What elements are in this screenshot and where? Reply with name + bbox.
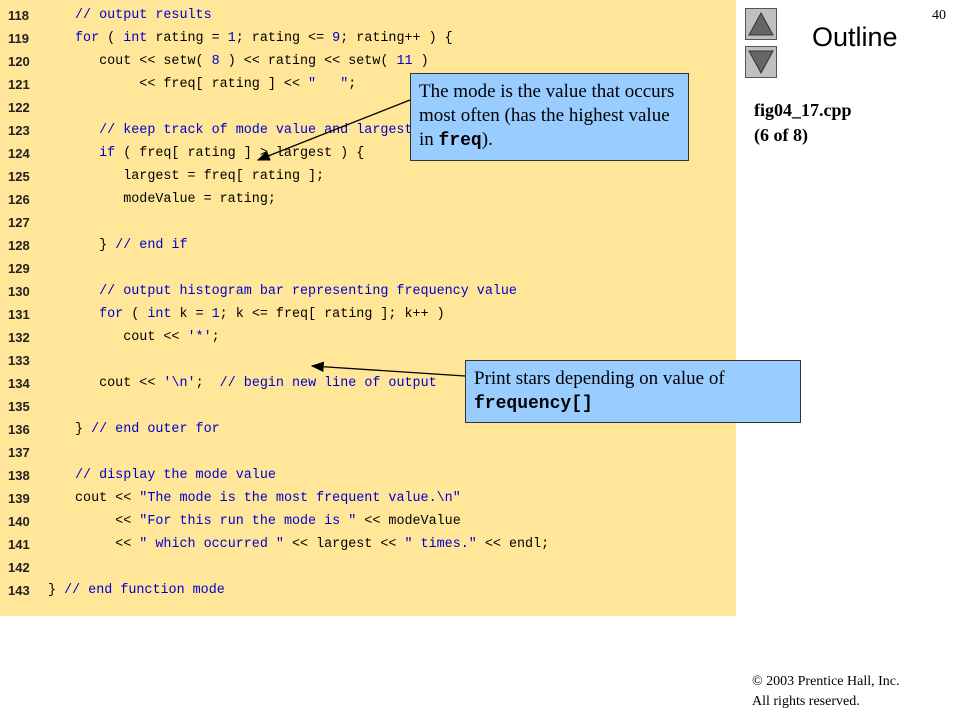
- line-number: 127: [8, 215, 30, 230]
- file-name: fig04_17.cpp: [754, 100, 852, 120]
- line-number: 129: [8, 261, 30, 276]
- line-number: 142: [8, 560, 30, 575]
- next-slide-button[interactable]: [745, 46, 777, 78]
- outline-title: Outline: [812, 22, 898, 52]
- code-line: 122: [0, 100, 736, 123]
- code-text: largest = freq[ rating ];: [75, 169, 325, 184]
- code-line: 126 modeValue = rating;: [0, 192, 736, 215]
- code-text: << " which occurred " << largest << " ti…: [75, 537, 550, 552]
- code-line: 143 } // end function mode: [0, 583, 736, 606]
- callout-mode: The mode is the value that occurs most o…: [410, 73, 689, 161]
- code-text: cout << '*';: [75, 330, 220, 345]
- line-number: 125: [8, 169, 30, 184]
- code-line: 119 for ( int rating = 1; rating <= 9; ra…: [0, 31, 736, 54]
- line-number: 126: [8, 192, 30, 207]
- copyright: © 2003 Prentice Hall, Inc. All rights re…: [752, 672, 900, 712]
- line-number: 128: [8, 238, 30, 253]
- code-text: // output histogram bar representing fre…: [99, 284, 517, 299]
- line-number: 141: [8, 537, 30, 552]
- line-number: 123: [8, 123, 30, 138]
- code-text: modeValue = rating;: [75, 192, 276, 207]
- line-number: 139: [8, 491, 30, 506]
- code-line: 139 cout << "The mode is the most frequen…: [0, 491, 736, 514]
- line-number: 133: [8, 353, 30, 368]
- stars-arrow: [310, 361, 466, 377]
- line-number: 130: [8, 284, 30, 299]
- code-line: 121 << freq[ rating ] << " ";: [0, 77, 736, 100]
- line-number: 119: [8, 31, 29, 46]
- code-text: << freq[ rating ] << " ";: [75, 77, 357, 92]
- code-line: 125 largest = freq[ rating ];: [0, 169, 736, 192]
- line-number: 120: [8, 54, 30, 69]
- mode-arrow: [256, 99, 411, 161]
- code-line: 127: [0, 215, 736, 238]
- previous-slide-button[interactable]: [745, 8, 777, 40]
- line-number: 132: [8, 330, 30, 345]
- code-line: 130 // output histogram bar representing…: [0, 284, 736, 307]
- code-line: 138 // display the mode value: [0, 468, 736, 491]
- code-line: 132 cout << '*';: [0, 330, 736, 353]
- line-number: 124: [8, 146, 30, 161]
- file-part: (6 of 8): [754, 125, 808, 145]
- triangle-up-icon: [748, 11, 774, 36]
- line-number: 131: [8, 307, 30, 322]
- callout-stars: Print stars depending on value of freque…: [465, 360, 801, 423]
- copyright-line-2: All rights reserved.: [752, 694, 860, 709]
- code-line: 128 } // end if: [0, 238, 736, 261]
- code-text: for ( int rating = 1; rating <= 9; ratin…: [75, 31, 453, 46]
- line-number: 137: [8, 445, 30, 460]
- code-line: 137: [0, 445, 736, 468]
- line-number: 138: [8, 468, 30, 483]
- code-text: } // end if: [75, 238, 188, 253]
- code-text: cout << "The mode is the most frequent v…: [75, 491, 461, 506]
- line-number: 140: [8, 514, 30, 529]
- code-line: 120 cout << setw( 8 ) << rating << setw(…: [0, 54, 736, 77]
- copyright-line-1: © 2003 Prentice Hall, Inc.: [752, 674, 900, 689]
- code-line: 135: [0, 399, 736, 422]
- code-line: 134 cout << '\n'; // begin new line of o…: [0, 376, 736, 399]
- line-number: 134: [8, 376, 30, 391]
- page-number: 40: [932, 8, 946, 23]
- code-line: 133: [0, 353, 736, 376]
- file-info: fig04_17.cpp (6 of 8): [754, 98, 852, 148]
- line-number: 136: [8, 422, 30, 437]
- code-text: for ( int k = 1; k <= freq[ rating ]; k+…: [99, 307, 445, 322]
- line-number: 122: [8, 100, 30, 115]
- code-line: 118 // output results: [0, 8, 736, 31]
- line-number: 118: [8, 8, 29, 23]
- line-number: 135: [8, 399, 30, 414]
- code-line: 129: [0, 261, 736, 284]
- code-line: 142: [0, 560, 736, 583]
- code-text: // display the mode value: [75, 468, 276, 483]
- code-line: 141 << " which occurred " << largest << …: [0, 537, 736, 560]
- code-text: << "For this run the mode is " << modeVa…: [75, 514, 461, 529]
- triangle-down-icon: [748, 50, 774, 75]
- code-text: } // end outer for: [75, 422, 220, 437]
- code-line: 131 for ( int k = 1; k <= freq[ rating ]…: [0, 307, 736, 330]
- code-line: 140 << "For this run the mode is " << mo…: [0, 514, 736, 537]
- code-line: 136 } // end outer for: [0, 422, 736, 445]
- code-text: // output results: [75, 8, 212, 23]
- line-number: 121: [8, 77, 30, 92]
- line-number: 143: [8, 583, 30, 598]
- code-text: cout << setw( 8 ) << rating << setw( 11 …: [75, 54, 429, 69]
- code-text: } // end function mode: [48, 583, 225, 598]
- code-text: cout << '\n'; // begin new line of outpu…: [75, 376, 437, 391]
